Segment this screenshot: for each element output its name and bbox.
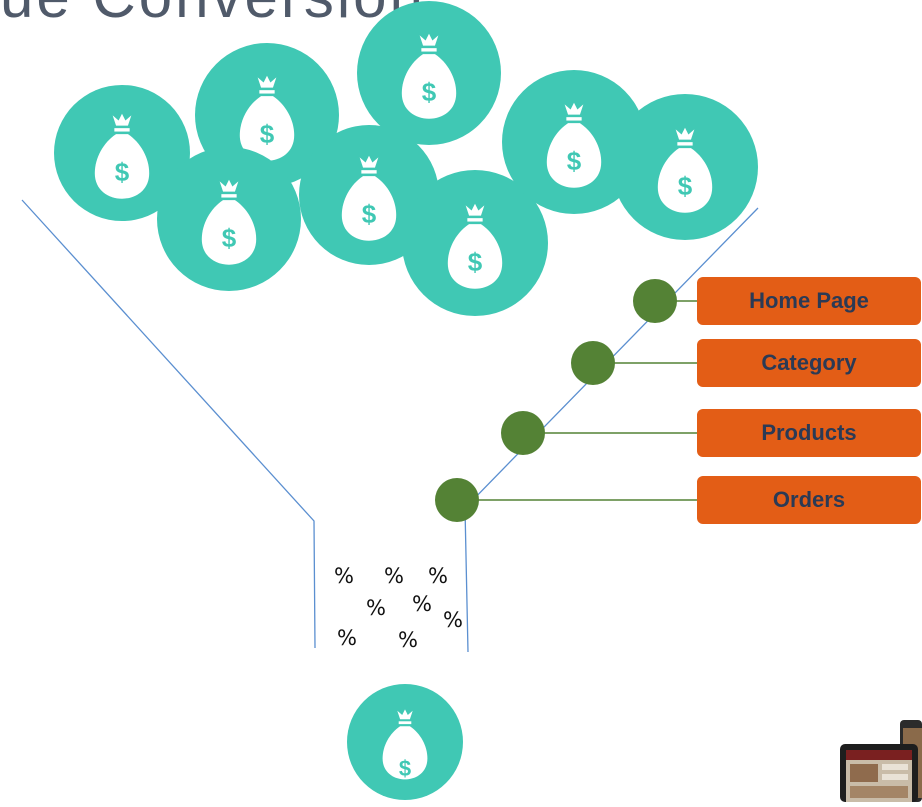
- leak-symbol: %: [384, 564, 404, 588]
- svg-text:$: $: [468, 247, 483, 277]
- leak-symbol: %: [337, 626, 357, 650]
- stage-node: [571, 341, 615, 385]
- money-bag-icon: $: [54, 85, 190, 221]
- money-bag-icon: $: [612, 94, 758, 240]
- leak-symbol: %: [366, 596, 386, 620]
- money-bag-icon: $: [347, 684, 463, 800]
- money-bag-icon: $: [157, 147, 301, 291]
- tablet-phone-icon: [836, 718, 922, 802]
- svg-text:$: $: [115, 157, 130, 187]
- stage-node: [501, 411, 545, 455]
- funnel-left-wall: [21, 199, 316, 649]
- stage-box-category: Category: [697, 339, 921, 387]
- money-bag-icon: $: [502, 70, 646, 214]
- leak-symbol: %: [334, 564, 354, 588]
- svg-text:$: $: [567, 146, 582, 176]
- svg-text:$: $: [222, 223, 237, 253]
- svg-text:$: $: [422, 77, 437, 107]
- money-bag-icon: $: [357, 1, 501, 145]
- stage-node: [435, 478, 479, 522]
- leak-symbol: %: [398, 628, 418, 652]
- page-title: ue Conversion: [0, 0, 560, 22]
- stage-box-products: Products: [697, 409, 921, 457]
- leak-symbol: %: [428, 564, 448, 588]
- svg-text:$: $: [399, 756, 411, 781]
- leak-symbol: %: [412, 592, 432, 616]
- svg-text:$: $: [678, 171, 693, 201]
- stage-node: [633, 279, 677, 323]
- stage-box-orders: Orders: [697, 476, 921, 524]
- stage-box-home-page: Home Page: [697, 277, 921, 325]
- leak-symbol: %: [443, 608, 463, 632]
- svg-text:$: $: [362, 199, 377, 229]
- svg-text:$: $: [260, 119, 275, 149]
- money-bag-icon: $: [402, 170, 548, 316]
